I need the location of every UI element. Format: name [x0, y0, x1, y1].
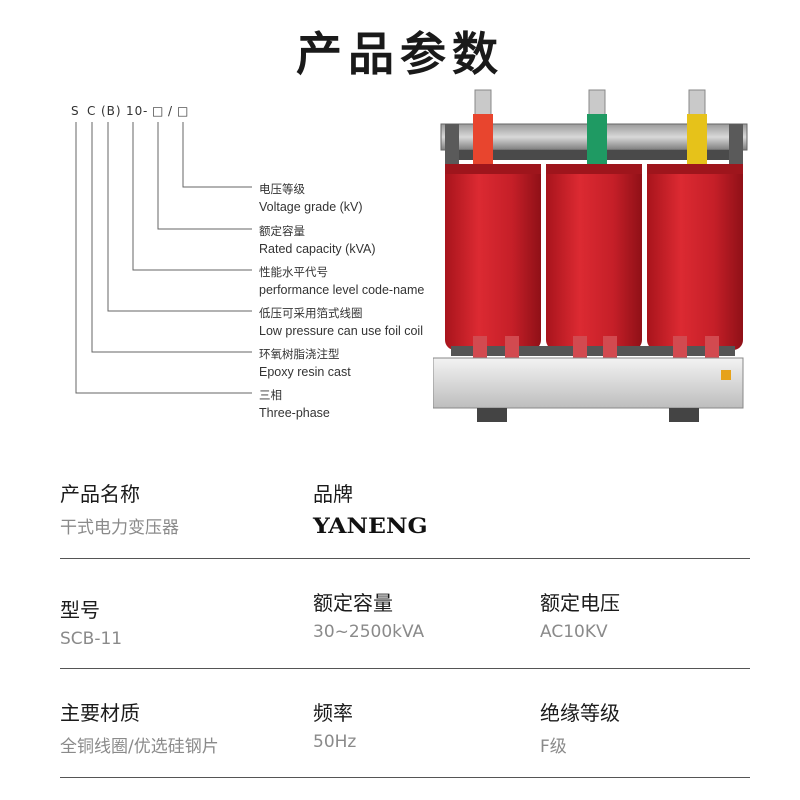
spec-brand-label: 品牌 [313, 482, 353, 506]
code-item-performance-en: performance level code-name [259, 283, 425, 297]
spec-rated-voltage-value: AC10KV [540, 622, 608, 642]
spec-rated-voltage: 额定电压 AC10KV [540, 587, 620, 642]
code-item-three-phase-en: Three-phase [259, 406, 330, 420]
spec-product-name-label: 产品名称 [60, 482, 140, 506]
spec-model-value: SCB-11 [60, 629, 123, 649]
spec-model-label: 型号 [60, 598, 100, 622]
spec-product-name-value: 干式电力变压器 [60, 518, 179, 538]
code-leader-lines [75, 122, 252, 394]
code-char-b: (B) [101, 104, 122, 118]
spec-insulation-label: 绝缘等级 [540, 701, 620, 725]
code-item-foil-coil-en: Low pressure can use foil coil [259, 324, 423, 338]
code-item-epoxy-zh: 环氧树脂浇注型 [259, 347, 340, 361]
code-char-c: C [87, 104, 97, 118]
code-item-capacity-zh: 额定容量 [259, 224, 305, 238]
spec-brand: 品牌 YANENG [313, 478, 428, 538]
divider-1 [60, 558, 750, 559]
transformer-image [433, 89, 748, 422]
code-char-s: S [71, 104, 80, 118]
spec-material: 主要材质 全铜线圈/优选硅钢片 [60, 697, 219, 757]
code-item-foil-coil-zh: 低压可采用箔式线圈 [259, 306, 363, 320]
code-char-box-capacity: □ [152, 104, 165, 118]
spec-rated-capacity-label: 额定容量 [313, 591, 393, 615]
code-item-capacity: 额定容量 Rated capacity (kVA) [259, 222, 375, 258]
code-char-10: 10 [126, 104, 144, 118]
spec-insulation: 绝缘等级 F级 [540, 697, 620, 757]
spec-frequency-label: 频率 [313, 701, 353, 725]
code-item-three-phase: 三相 Three-phase [259, 386, 330, 422]
code-item-three-phase-zh: 三相 [259, 388, 282, 402]
spec-material-label: 主要材质 [60, 701, 140, 725]
spec-frequency-value: 50Hz [313, 732, 357, 752]
code-item-performance-zh: 性能水平代号 [259, 265, 328, 279]
code-char-dash: - [143, 104, 149, 118]
code-item-foil-coil: 低压可采用箔式线圈 Low pressure can use foil coil [259, 304, 423, 340]
code-item-voltage-en: Voltage grade (kV) [259, 200, 363, 214]
spec-rated-voltage-label: 额定电压 [540, 591, 620, 615]
divider-2 [60, 668, 750, 669]
code-item-voltage-zh: 电压等级 [259, 182, 305, 196]
code-item-performance: 性能水平代号 performance level code-name [259, 263, 424, 299]
code-item-epoxy-en: Epoxy resin cast [259, 365, 351, 379]
page-title: 产品参数 [296, 27, 504, 81]
code-item-voltage: 电压等级 Voltage grade (kV) [259, 180, 363, 216]
code-char-box-voltage: □ [177, 104, 190, 118]
brand-logo: YANENG [313, 513, 428, 538]
code-char-slash: / [168, 104, 174, 118]
spec-insulation-value: F级 [540, 737, 567, 757]
divider-3 [60, 777, 750, 778]
spec-rated-capacity: 额定容量 30~2500kVA [313, 587, 424, 642]
code-item-capacity-en: Rated capacity (kVA) [259, 242, 376, 256]
spec-product-name: 产品名称 干式电力变压器 [60, 478, 179, 538]
model-code-diagram: S C (B) 10 - □ / □ 电压等级 Voltage grade (k… [0, 90, 440, 430]
spec-model: 型号 SCB-11 [60, 594, 122, 649]
spec-rated-capacity-value: 30~2500kVA [313, 622, 425, 642]
code-item-epoxy: 环氧树脂浇注型 Epoxy resin cast [259, 345, 351, 381]
spec-material-value: 全铜线圈/优选硅钢片 [60, 737, 219, 757]
spec-frequency: 频率 50Hz [313, 697, 356, 752]
